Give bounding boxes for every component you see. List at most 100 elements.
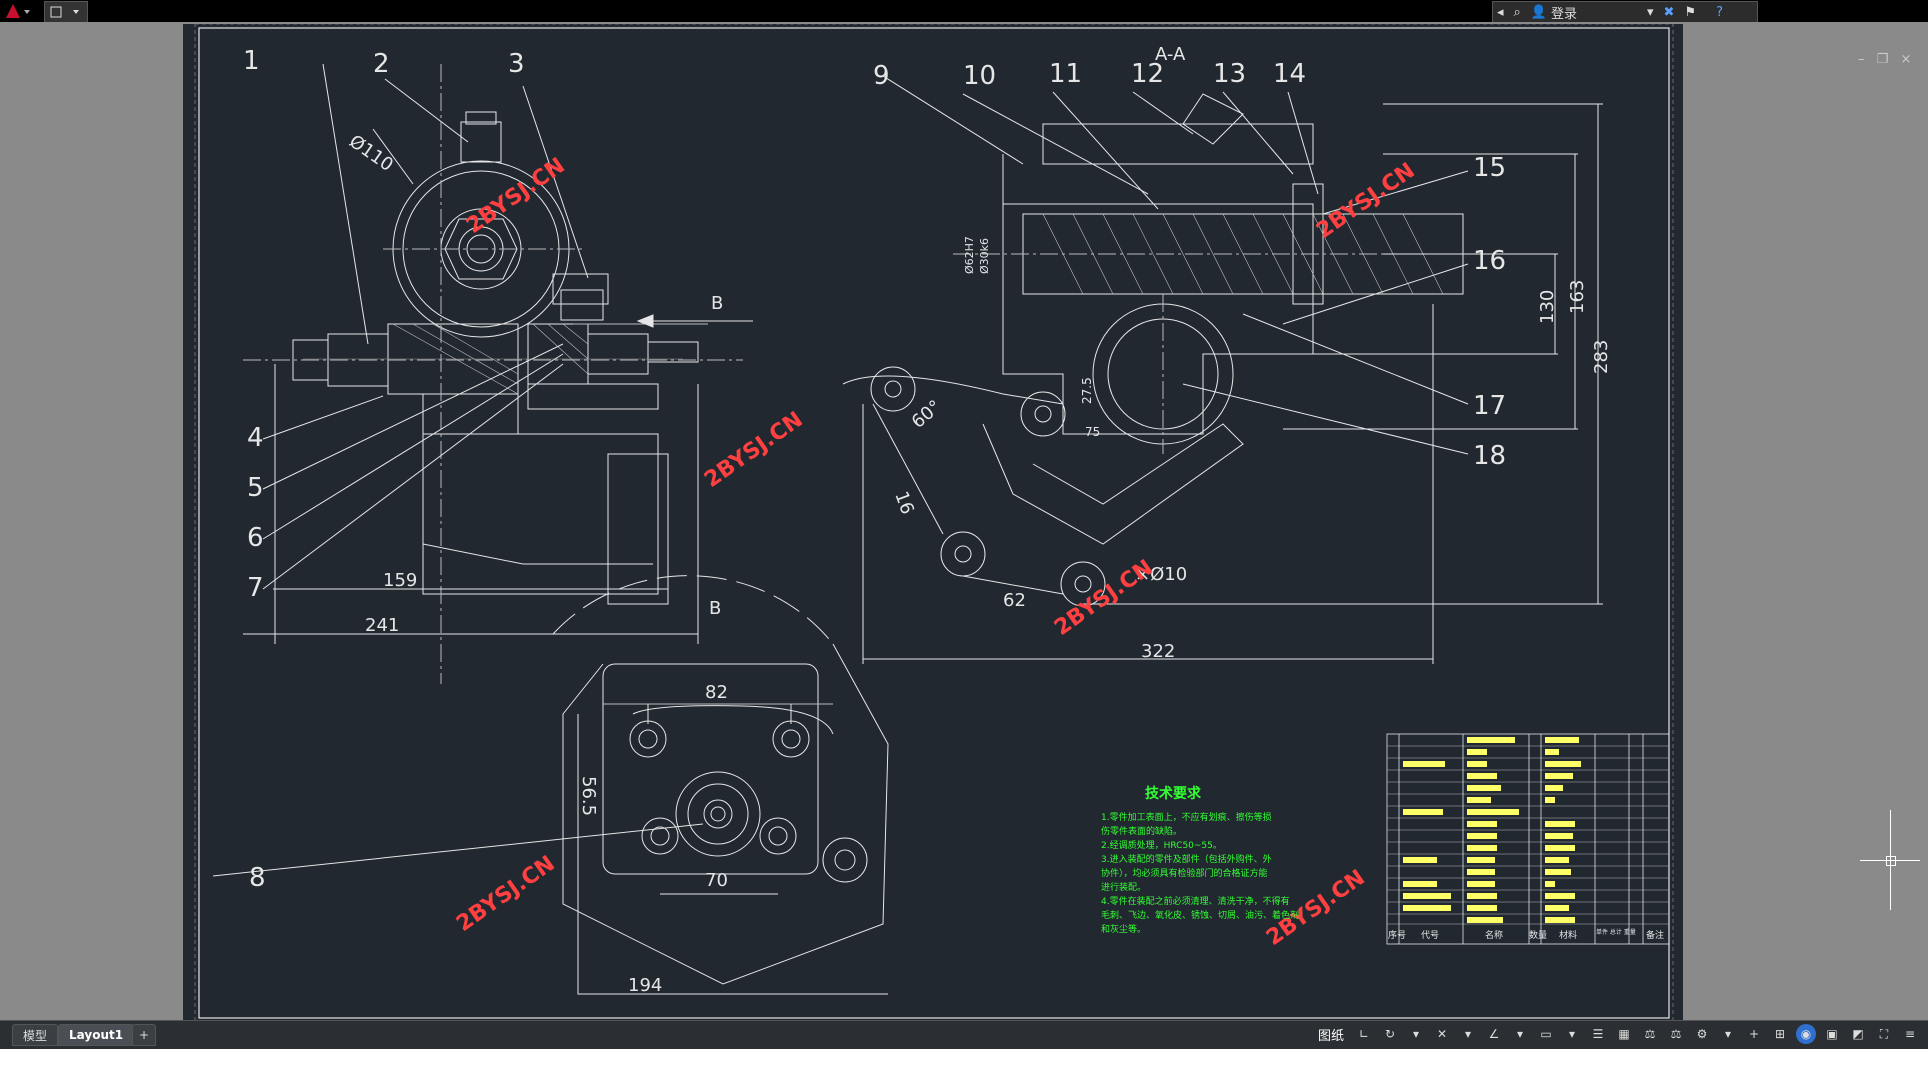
dim-27-5: 27.5	[1080, 377, 1094, 404]
chevron-down-icon[interactable]: ▾	[1412, 1027, 1420, 1041]
osnap-icon[interactable]: ✕	[1436, 1027, 1448, 1041]
dim-283: 283	[1591, 340, 1612, 374]
polar-icon[interactable]: ↻	[1384, 1027, 1396, 1041]
dim-60: 60°	[908, 396, 946, 433]
dim-163: 163	[1567, 280, 1588, 314]
chevron-down-icon[interactable]: ▾	[1647, 4, 1654, 20]
callout-16: 16	[1473, 246, 1506, 276]
pl-header-no: 序号	[1388, 929, 1406, 941]
dim-d110: Ø110	[345, 131, 397, 176]
callout-7: 7	[247, 573, 264, 603]
view-b-label: B	[709, 598, 721, 619]
binoculars-icon[interactable]: ⌕	[1513, 4, 1521, 20]
clean-screen-icon[interactable]: ◩	[1852, 1027, 1864, 1041]
parts-list: 序号 代号 名称 数量 材料 单件 总计 重量 备注	[1386, 733, 1670, 945]
quick-access-toolbar[interactable]	[44, 1, 88, 23]
callout-13: 13	[1213, 59, 1246, 89]
fullscreen-icon[interactable]: ⛶	[1879, 1026, 1889, 1041]
callout-3: 3	[508, 49, 525, 79]
lineweight-icon[interactable]: ☰	[1592, 1027, 1604, 1041]
tab-model[interactable]: 模型	[12, 1024, 59, 1046]
transparency-icon[interactable]: ▦	[1618, 1027, 1630, 1041]
tech-line-4: 3.进入装配的零件及部件（包括外购件、外	[1101, 853, 1272, 865]
tab-layout1-label: Layout1	[69, 1028, 124, 1042]
angle-icon[interactable]: ∠	[1488, 1027, 1500, 1041]
callout-5: 5	[247, 473, 264, 503]
dim-159: 159	[383, 570, 417, 591]
login-label[interactable]: 登录	[1551, 6, 1578, 22]
chevron-down-icon[interactable]: ▾	[1724, 1027, 1732, 1041]
help-icon[interactable]: ?	[1716, 4, 1724, 20]
plus-icon[interactable]: +	[1748, 1027, 1760, 1041]
watermark-6: 2BYSJ.CN	[1262, 865, 1370, 951]
callout-14: 14	[1273, 59, 1306, 89]
dim-82: 82	[705, 682, 728, 703]
view-b-labels: B 82 56.5 70 194 8	[249, 598, 728, 996]
dim-241: 241	[365, 615, 399, 636]
dyn-input-icon[interactable]: ▭	[1540, 1027, 1552, 1041]
tab-layout1[interactable]: Layout1	[58, 1024, 135, 1046]
section-a-a	[842, 75, 1603, 664]
tech-title: 技术要求	[1145, 785, 1202, 802]
pl-header-weight: 单件 总计 重量	[1596, 928, 1636, 936]
dim-56-5: 56.5	[578, 776, 599, 816]
arrow-b-label: B	[711, 293, 723, 314]
callout-18: 18	[1473, 441, 1506, 471]
restore-icon[interactable]: ❐	[1876, 52, 1889, 67]
title-bar: ◂ ⌕ 👤 登录 ▾ ✖ ⚑ ?	[0, 0, 1928, 23]
pl-header-name: 名称	[1485, 929, 1503, 941]
ortho-icon[interactable]: ∟	[1358, 1027, 1370, 1041]
annotation-visibility-icon[interactable]: ⚖	[1670, 1027, 1682, 1041]
app-logo-icon[interactable]	[2, 1, 36, 21]
tech-line-3: 2.经调质处理，HRC50~55。	[1101, 839, 1222, 851]
login-box[interactable]: ◂ ⌕ 👤 登录 ▾ ✖ ⚑ ?	[1492, 1, 1758, 23]
paper-space-toggle[interactable]: 图纸	[1317, 1028, 1344, 1044]
watermarks: 2BYSJ.CN 2BYSJ.CN 2BYSJ.CN 2BYSJ.CN 2BYS…	[452, 153, 1420, 951]
tech-line-7: 4.零件在装配之前必须清理、清洗干净，不得有	[1101, 895, 1290, 907]
chevron-down-icon[interactable]: ▾	[1568, 1027, 1576, 1041]
a360-icon[interactable]: ⚑	[1684, 4, 1697, 20]
user-icon: 👤	[1530, 4, 1547, 20]
callout-9: 9	[873, 61, 890, 91]
watermark-2: 2BYSJ.CN	[700, 407, 808, 493]
chevron-down-icon[interactable]: ▾	[1464, 1027, 1472, 1041]
tech-line-2: 伤零件表面的缺陷。	[1101, 825, 1182, 837]
callout-4: 4	[247, 423, 264, 453]
status-bar: 模型 Layout1 + 图纸 ∟ ↻ ▾ ✕ ▾ ∠ ▾ ▭ ▾ ☰ ▦ ⚖ …	[0, 1020, 1928, 1049]
dim-194: 194	[628, 975, 662, 996]
add-tab-button[interactable]: +	[132, 1024, 157, 1046]
pl-header-qty: 数量	[1529, 929, 1547, 941]
tech-requirements: 技术要求 1.零件加工表面上，不应有划痕、擦伤等损 伤零件表面的缺陷。 2.经调…	[1101, 785, 1299, 935]
close-icon[interactable]: ×	[1900, 52, 1912, 67]
search-icon[interactable]: ◂	[1497, 4, 1504, 20]
pl-header-material: 材料	[1559, 929, 1577, 941]
hardware-acceleration-icon[interactable]: ▣	[1826, 1027, 1838, 1041]
dim-75: 75	[1085, 425, 1100, 439]
tech-line-9: 和灰尘等。	[1101, 923, 1146, 935]
layout-sheet: 1 2 3 4 5 6 7 Ø110 159 241 B B 82 56.5	[183, 23, 1683, 1024]
dim-d10: ×Ø10	[1135, 564, 1187, 585]
annotation-scale-icon[interactable]: ⚖	[1644, 1027, 1656, 1041]
callout-15: 15	[1473, 153, 1506, 183]
callout-6: 6	[247, 523, 264, 553]
exchange-icon[interactable]: ✖	[1663, 4, 1675, 20]
gear-icon[interactable]: ⚙	[1696, 1027, 1708, 1041]
callout-17: 17	[1473, 391, 1506, 421]
dim-d62h7: Ø62H7	[963, 236, 976, 274]
cad-drawing[interactable]: 1 2 3 4 5 6 7 Ø110 159 241 B B 82 56.5	[183, 23, 1683, 1024]
watermark-1: 2BYSJ.CN	[462, 153, 570, 239]
tech-line-6: 进行装配。	[1101, 881, 1146, 893]
watermark-5: 2BYSJ.CN	[452, 851, 560, 937]
callout-1: 1	[243, 46, 260, 76]
section-label: A-A	[1155, 44, 1186, 65]
minimize-icon[interactable]: –	[1858, 52, 1865, 67]
crosshair-cursor	[1860, 810, 1920, 910]
tab-model-label: 模型	[23, 1028, 48, 1043]
workspace-icon[interactable]: ⊞	[1774, 1027, 1786, 1041]
chevron-down-icon[interactable]: ▾	[1516, 1027, 1524, 1041]
left-callouts: 1 2 3 4 5 6 7	[243, 46, 525, 603]
window-controls[interactable]: – ❐ ×	[1858, 52, 1911, 67]
isolate-icon[interactable]: ◉	[1796, 1024, 1816, 1044]
section-callouts: 9 10 11 12 13 14 15 16 17 18	[873, 59, 1506, 471]
menu-icon[interactable]: ≡	[1904, 1027, 1916, 1041]
